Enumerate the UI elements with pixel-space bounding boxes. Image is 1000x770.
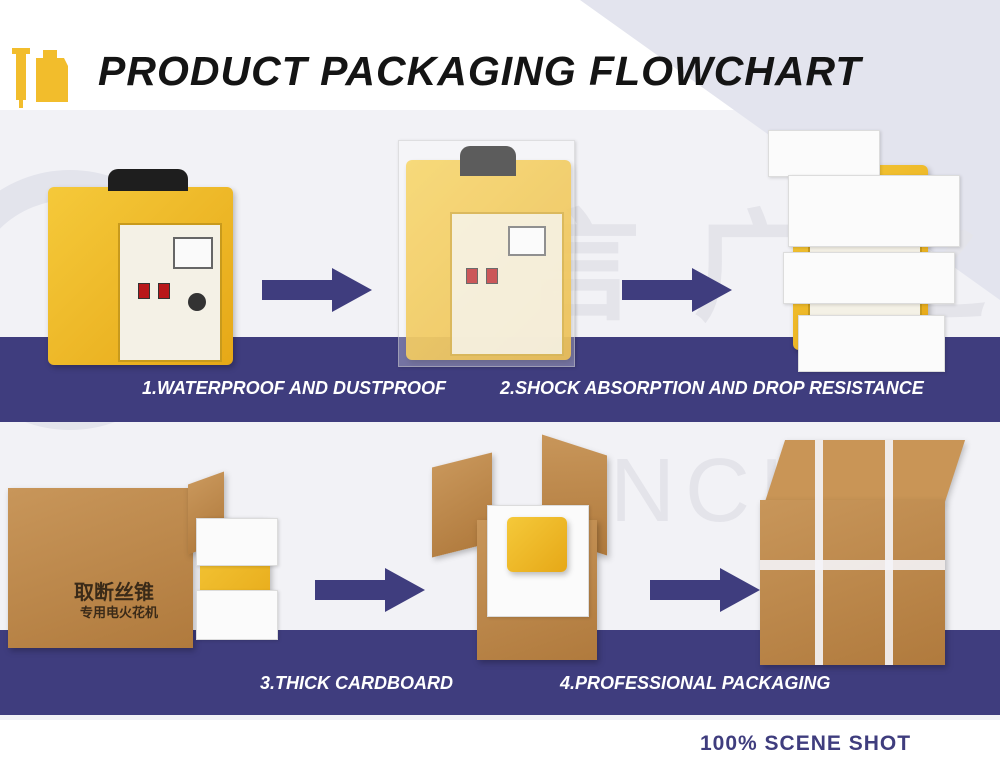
generator-unit bbox=[507, 517, 567, 572]
mode-switch bbox=[486, 268, 498, 284]
foam-top-block bbox=[768, 130, 880, 177]
arrow-right-icon bbox=[315, 568, 425, 612]
arrow-right-icon bbox=[622, 268, 732, 312]
step3-photo: 取断丝锥 专用电火花机 bbox=[8, 471, 278, 648]
generator-handle bbox=[460, 146, 516, 176]
step2b-photo bbox=[768, 130, 960, 372]
power-switch bbox=[138, 283, 150, 299]
meter-gauge bbox=[508, 226, 546, 256]
cardboard-box bbox=[8, 488, 193, 648]
sealed-box-top bbox=[764, 440, 966, 502]
meter-gauge bbox=[173, 237, 213, 269]
foam-bottom-block bbox=[798, 315, 945, 372]
power-switch bbox=[466, 268, 478, 284]
strap-vertical-2 bbox=[885, 440, 893, 665]
step2-photo bbox=[398, 140, 575, 367]
plastic-wrap bbox=[398, 140, 575, 367]
generator-handle bbox=[108, 169, 188, 191]
arrow-right-icon bbox=[262, 268, 372, 312]
foam-middle-block bbox=[783, 252, 955, 304]
step1-caption: 1.WATERPROOF AND DUSTPROOF bbox=[142, 378, 447, 398]
foam-top-block bbox=[196, 518, 278, 566]
arrow-right-icon bbox=[650, 568, 760, 612]
logo-icon bbox=[12, 48, 68, 108]
adjust-knob bbox=[188, 293, 206, 311]
mode-switch bbox=[158, 283, 170, 299]
step4-caption: 4.PROFESSIONAL PACKAGING bbox=[560, 673, 831, 693]
box-print-line2: 专用电火花机 bbox=[80, 605, 159, 620]
step3-caption: 3.THICK CARDBOARD bbox=[260, 673, 453, 693]
foam-bottom-block bbox=[196, 590, 278, 640]
step2-caption: 2.SHOCK ABSORPTION AND DROP RESISTANCE bbox=[500, 378, 924, 398]
step4a-photo bbox=[432, 434, 612, 660]
foam-corner-block bbox=[788, 175, 960, 247]
step1-photo bbox=[48, 165, 238, 365]
box-print-line1: 取断丝锥 bbox=[74, 582, 154, 604]
footer-note: 100% SCENE SHOT bbox=[700, 732, 912, 755]
sealed-box-front bbox=[760, 500, 945, 665]
strap-vertical-1 bbox=[815, 440, 823, 665]
step4b-photo bbox=[760, 440, 966, 670]
strap-horizontal bbox=[760, 560, 945, 570]
page-title: PRODUCT PACKAGING FLOWCHART bbox=[98, 48, 862, 94]
